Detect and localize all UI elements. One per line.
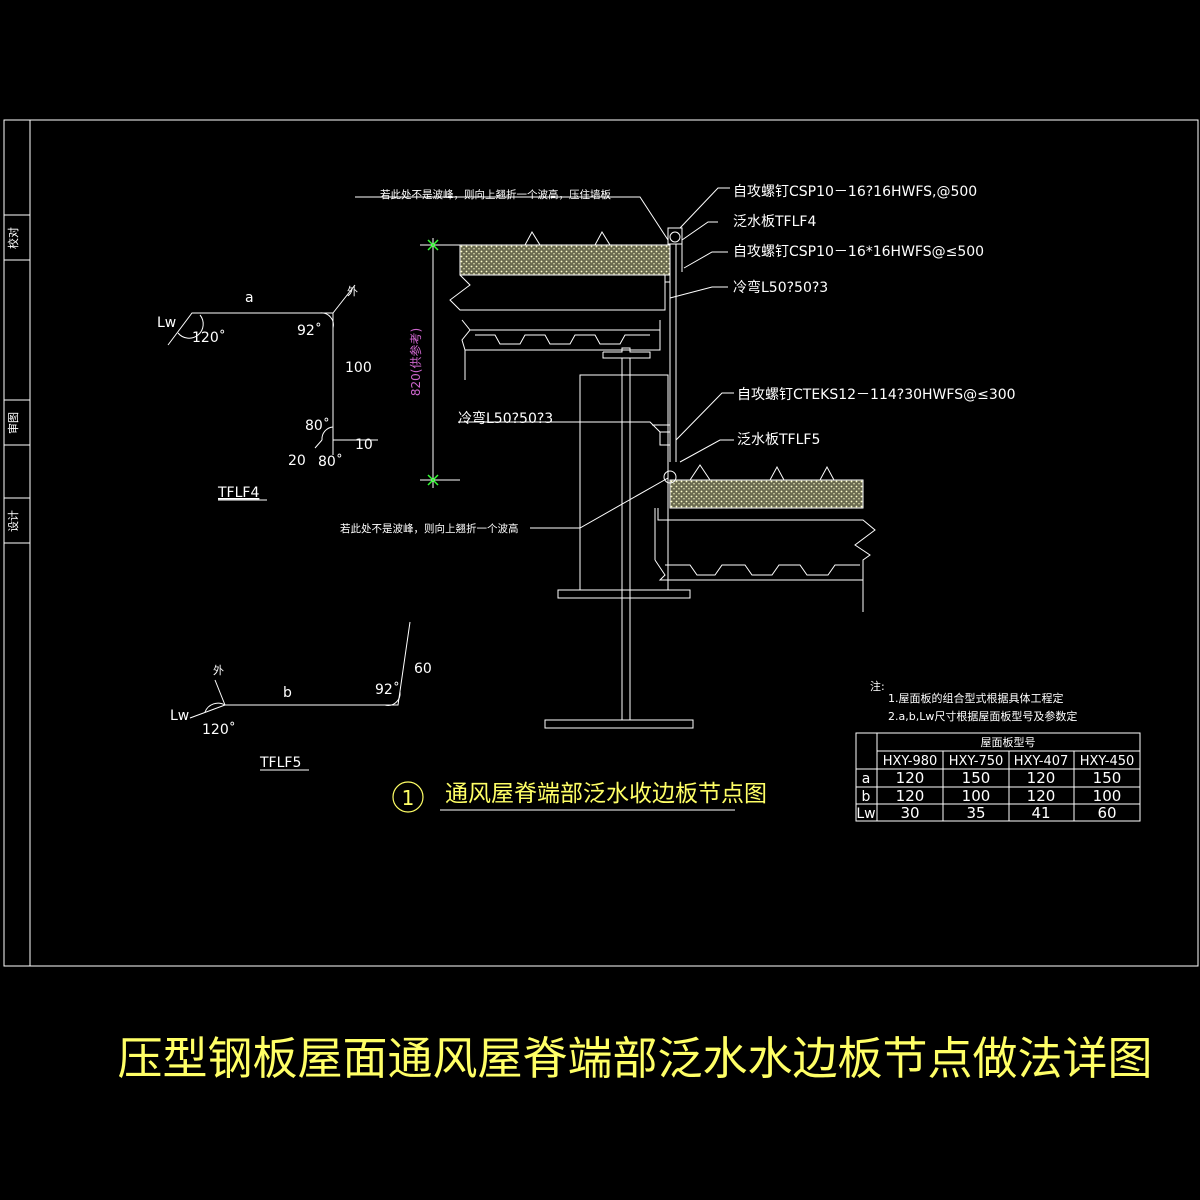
- table-cell: 120: [896, 769, 925, 787]
- tflf4-lw: Lw: [157, 315, 176, 331]
- callout-angle-left: 冷弯L50?50?3: [458, 410, 553, 427]
- note-item-2: 2.a,b,Lw尺寸根据屋面板型号及参数定: [888, 709, 1077, 723]
- table-cell: 35: [966, 804, 985, 822]
- tflf4-name: TFLF4: [217, 485, 259, 501]
- callout-texts: 若此处不是波峰，则向上翘折一个波高，压住墙板 自攻螺钉CSP10－16?16HW…: [340, 184, 1016, 535]
- note-item-1: 1.屋面板的组合型式根据具体工程定: [888, 691, 1064, 705]
- table-cell: 100: [1093, 787, 1122, 805]
- callout-bottom-note: 若此处不是波峰，则向上翘折一个波高: [340, 522, 519, 535]
- table-cell: 30: [900, 804, 919, 822]
- dimension-820: 820(供参考): [408, 238, 460, 488]
- tflf5-angle-right: 92˚: [375, 681, 400, 698]
- table-cell: 120: [1027, 769, 1056, 787]
- table-cell: 120: [896, 787, 925, 805]
- tflf4-angle-right: 92˚: [297, 322, 322, 339]
- table-cell: 41: [1031, 804, 1050, 822]
- table-row-label-a: a: [862, 771, 871, 787]
- tflf4-dim-20: 20: [288, 453, 306, 469]
- tflf4-dim-a: a: [245, 290, 254, 306]
- panel-table: 屋面板型号 HXY-980 HXY-750 HXY-407 HXY-450 a …: [855, 732, 1141, 822]
- table-col-2: HXY-750: [949, 754, 1004, 769]
- tflf5-out: 外: [213, 664, 224, 677]
- upper-roof-panel: [449, 230, 671, 380]
- vertical-flashing: [652, 227, 683, 462]
- callout-angle-top: 冷弯L50?50?3: [733, 279, 828, 296]
- callout-screw-low: 自攻螺钉CTEKS12－114?30HWFS@≤300: [737, 387, 1016, 403]
- steel-column: [544, 347, 694, 729]
- tflf4-angle-80-top: 80˚: [305, 417, 330, 434]
- table-col-1: HXY-980: [883, 754, 938, 769]
- callout-flashing-top: 泛水板TFLF4: [733, 214, 816, 230]
- tflf5-name: TFLF5: [259, 755, 301, 771]
- tflf5-lw: Lw: [170, 708, 189, 724]
- callout-flashing-low: 泛水板TFLF5: [737, 432, 820, 448]
- tflf5-dim-b: b: [283, 685, 292, 701]
- table-cell: 120: [1027, 787, 1056, 805]
- table-col-3: HXY-407: [1014, 754, 1069, 769]
- side-title-block: 校对 审图 设计: [6, 227, 20, 532]
- side-label-check: 校对: [6, 227, 20, 249]
- table-header: 屋面板型号: [981, 735, 1036, 749]
- table-cell: 150: [1093, 769, 1122, 787]
- table-row-label-b: b: [862, 789, 871, 805]
- detail-title: 通风屋脊端部泛水收边板节点图: [445, 781, 767, 807]
- callout-screw-top: 自攻螺钉CSP10－16?16HWFS,@500: [733, 184, 977, 200]
- detail-title-block: 1 通风屋脊端部泛水收边板节点图: [392, 781, 767, 813]
- notes-label: 注:: [870, 679, 885, 693]
- side-label-design: 设计: [7, 510, 20, 532]
- detail-number: 1: [402, 786, 415, 810]
- tflf4-profile: a Lw 120˚ 92˚ 外 100 80˚ 10 20 80˚ TFLF4: [157, 284, 378, 501]
- tflf4-dim-10: 10: [355, 437, 373, 453]
- table-cell: 100: [962, 787, 991, 805]
- table-cell: 60: [1097, 804, 1116, 822]
- callout-screw-mid: 自攻螺钉CSP10－16*16HWFS@≤500: [733, 244, 984, 260]
- tflf4-out: 外: [347, 285, 358, 298]
- callout-top-note: 若此处不是波峰，则向上翘折一个波高，压住墙板: [380, 188, 611, 201]
- lower-roof-panel: [654, 464, 876, 612]
- table-col-4: HXY-450: [1080, 754, 1135, 769]
- notes-block: 注: 1.屋面板的组合型式根据具体工程定 2.a,b,Lw尺寸根据屋面板型号及参…: [870, 679, 1077, 723]
- leader-lines: [355, 187, 734, 529]
- tflf5-angle-left: 120˚: [202, 721, 236, 738]
- tflf5-dim-60: 60: [414, 661, 432, 677]
- side-label-review: 审图: [6, 412, 20, 434]
- table-cell: 150: [962, 769, 991, 787]
- table-row-label-lw: Lw: [856, 806, 875, 822]
- tflf4-h100: 100: [345, 360, 372, 376]
- dimension-820-label: 820(供参考): [408, 328, 423, 396]
- main-title: 压型钢板屋面通风屋脊端部泛水水边板节点做法详图: [117, 1032, 1152, 1085]
- tflf4-angle-left: 120˚: [192, 329, 226, 346]
- roof-detail-drawing: 820(供参考) 若此处不是波峰，则向上翘折一个波高，压住墙板 自攻螺钉CSP1…: [340, 184, 1016, 729]
- sheet-frame: [3, 119, 1199, 967]
- tflf4-angle-80-bottom: 80˚: [318, 453, 343, 470]
- tflf5-profile: 外 b 92˚ 60 Lw 120˚ TFLF5: [170, 621, 432, 771]
